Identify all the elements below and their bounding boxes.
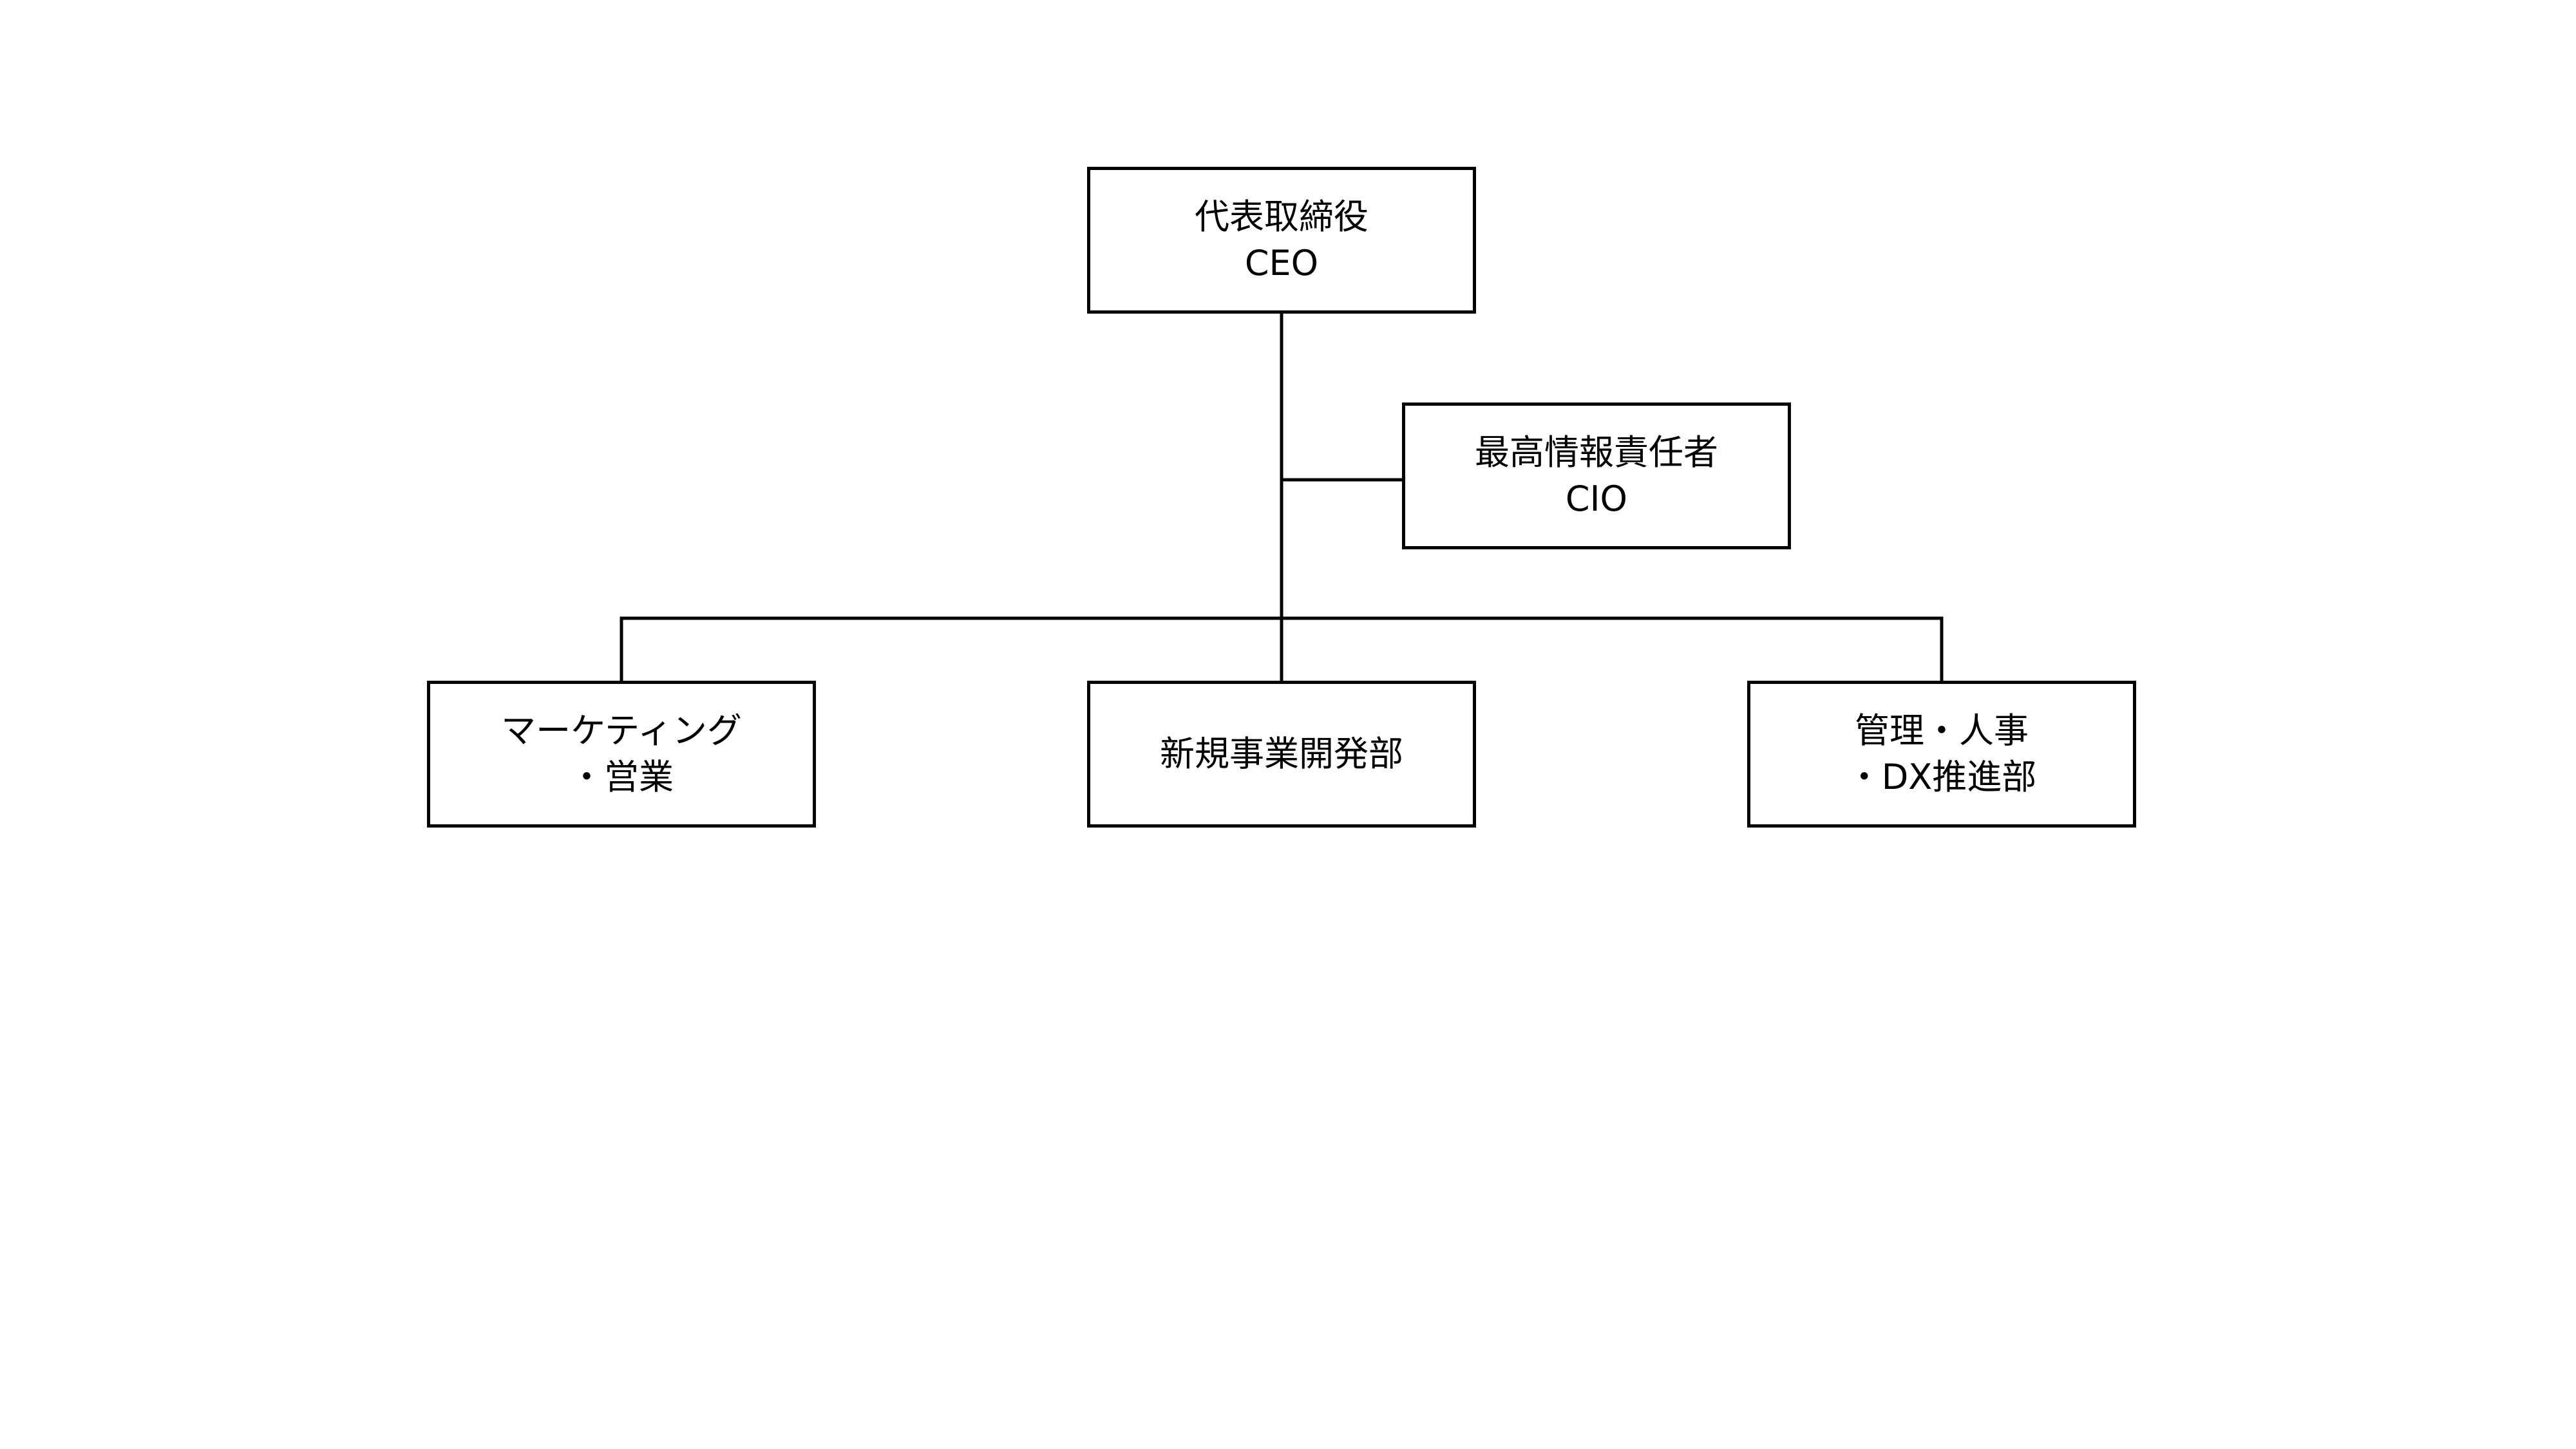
department-label: 管理・人事 ・DX推進部 <box>1846 710 2037 797</box>
department-box-marketing-sales: マーケティング ・営業 <box>427 681 816 828</box>
cio-box: 最高情報責任者 CIO <box>1402 402 1791 549</box>
cio-label: 最高情報責任者 CIO <box>1475 432 1718 519</box>
ceo-label: 代表取締役 CEO <box>1195 196 1368 283</box>
department-label: マーケティング ・営業 <box>501 710 742 797</box>
department-box-admin-hr-dx: 管理・人事 ・DX推進部 <box>1747 681 2136 828</box>
department-box-new-business: 新規事業開発部 <box>1087 681 1476 828</box>
ceo-box: 代表取締役 CEO <box>1087 167 1476 314</box>
department-label: 新規事業開発部 <box>1160 734 1403 774</box>
